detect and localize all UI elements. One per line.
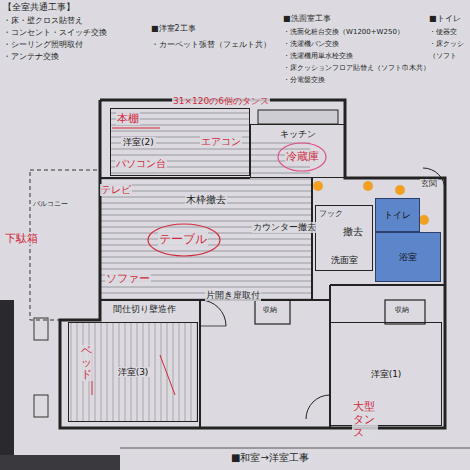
handwritten-note: 冷蔵庫 <box>285 150 320 163</box>
handwritten-note: 大型タンス <box>352 400 378 440</box>
room-outline: 浴室 <box>375 232 441 282</box>
handwritten-note: ソファー <box>105 272 151 285</box>
plan-label: ・洗面化粧台交換（W1200+W250） <box>282 28 405 36</box>
room-name: 洗面室 <box>329 255 360 266</box>
plan-label: カウンター撤去 <box>252 222 317 233</box>
room-name: 洋室(1) <box>369 369 404 380</box>
handwritten-note: 31×120の6個のタンス <box>172 96 270 107</box>
handwritten-note: ベッド <box>80 345 93 381</box>
handwritten-note: エアコン <box>200 136 242 148</box>
plan-label: 【全室共通工事】 <box>2 2 76 13</box>
plan-label: ・シーリング照明取付 <box>2 40 84 50</box>
room-name: トイレ <box>382 210 413 221</box>
plan-label: ・床・壁クロス貼替え <box>2 16 84 26</box>
plan-label: ・アンテナ交換 <box>2 52 60 62</box>
room-name: キッチン <box>278 129 318 140</box>
plan-label: 間仕切り壁造作 <box>112 304 177 315</box>
plan-label: 撤去 <box>342 226 364 238</box>
plan-label: ・洗濯機用単水栓交換 <box>282 52 354 60</box>
handwritten-note: テーブル <box>158 232 208 246</box>
plan-label: ・コンセント・スイッチ交換 <box>2 28 108 38</box>
handwritten-note: 本棚 <box>116 112 140 125</box>
room-outline: トイレ <box>375 198 420 232</box>
handwritten-note: テレビ <box>100 184 132 196</box>
plan-label: 収納 <box>394 306 410 314</box>
room-name: 洋室(3) <box>116 367 151 378</box>
plan-label: 玄関 <box>420 179 438 189</box>
plan-label: ・床クッションフロア貼替え（ソフト巾木共） <box>282 64 431 72</box>
plan-label: ■洋室2工事 <box>150 24 197 34</box>
plan-label: （ソフト <box>428 52 458 60</box>
room-name: 浴室 <box>397 252 419 263</box>
plan-label: ・カーペット張替（フェルト共） <box>150 40 272 50</box>
plan-label: 収納 <box>262 306 278 314</box>
plan-label: 木枠撤去 <box>185 194 227 206</box>
room-name: 洋室(2) <box>121 137 156 148</box>
plan-label: ・分電盤交換 <box>282 76 326 84</box>
handwritten-note: パソコン台 <box>115 158 167 170</box>
plan-label: ■洗面室工事 <box>282 14 332 24</box>
plan-label: バルコニー <box>32 200 69 208</box>
room-outline: 洋室(1) <box>330 322 442 426</box>
plan-label: フック <box>318 209 344 219</box>
handwritten-note: 下駄箱 <box>4 232 39 245</box>
plan-label: 片開き扉取付 <box>205 290 261 301</box>
plan-label: ・床クッシ <box>428 40 465 48</box>
plan-label: ・便器交 <box>428 28 458 36</box>
plan-label: ■トイレ <box>428 14 462 24</box>
plan-label: ■和室→洋室工事 <box>230 452 310 464</box>
plan-label: ・洗濯機パン交換 <box>282 40 340 48</box>
